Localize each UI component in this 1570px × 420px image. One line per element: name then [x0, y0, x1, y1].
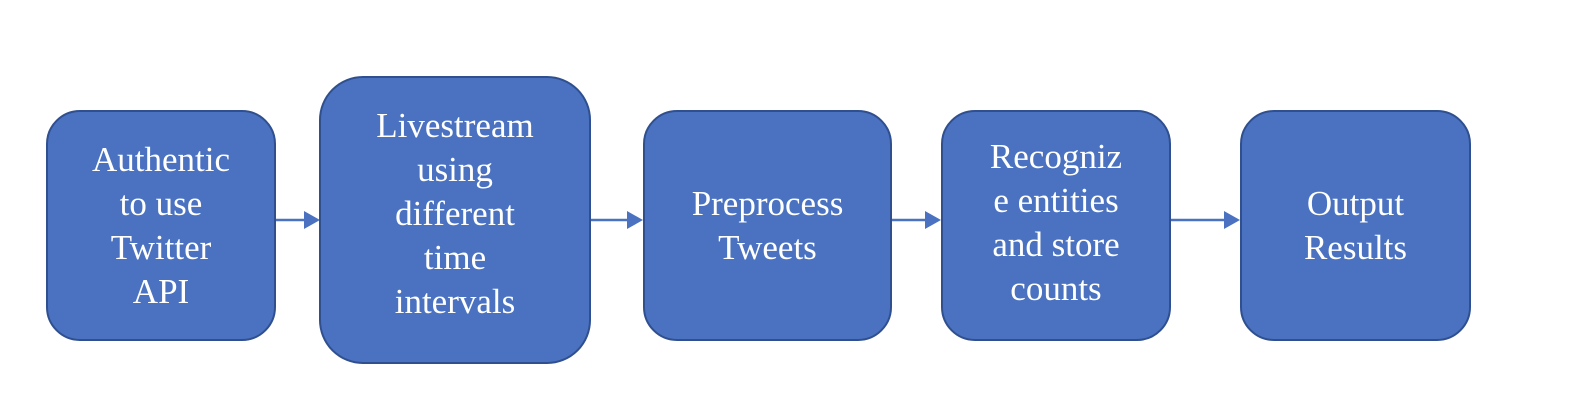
arrow-1-to-2: [276, 211, 320, 229]
step-livestream-label: Livestream using different time interval…: [376, 106, 534, 321]
step-output: Output Results: [1240, 110, 1471, 341]
step-preprocess: Preprocess Tweets: [643, 110, 892, 341]
arrow-3-to-4: [892, 211, 941, 229]
step-recognize-label: Recogniz e entities and store counts: [989, 136, 1123, 308]
step-preprocess-label: Preprocess Tweets: [691, 183, 844, 267]
step-output-label: Output Results: [1303, 183, 1408, 267]
step-livestream: Livestream using different time interval…: [319, 76, 591, 364]
step-authenticate-label: Authentic to use Twitter API: [91, 139, 231, 311]
arrow-2-to-3: [591, 211, 643, 229]
arrow-4-to-5: [1171, 211, 1240, 229]
step-recognize: Recogniz e entities and store counts: [941, 110, 1171, 341]
step-authenticate: Authentic to use Twitter API: [46, 110, 276, 341]
